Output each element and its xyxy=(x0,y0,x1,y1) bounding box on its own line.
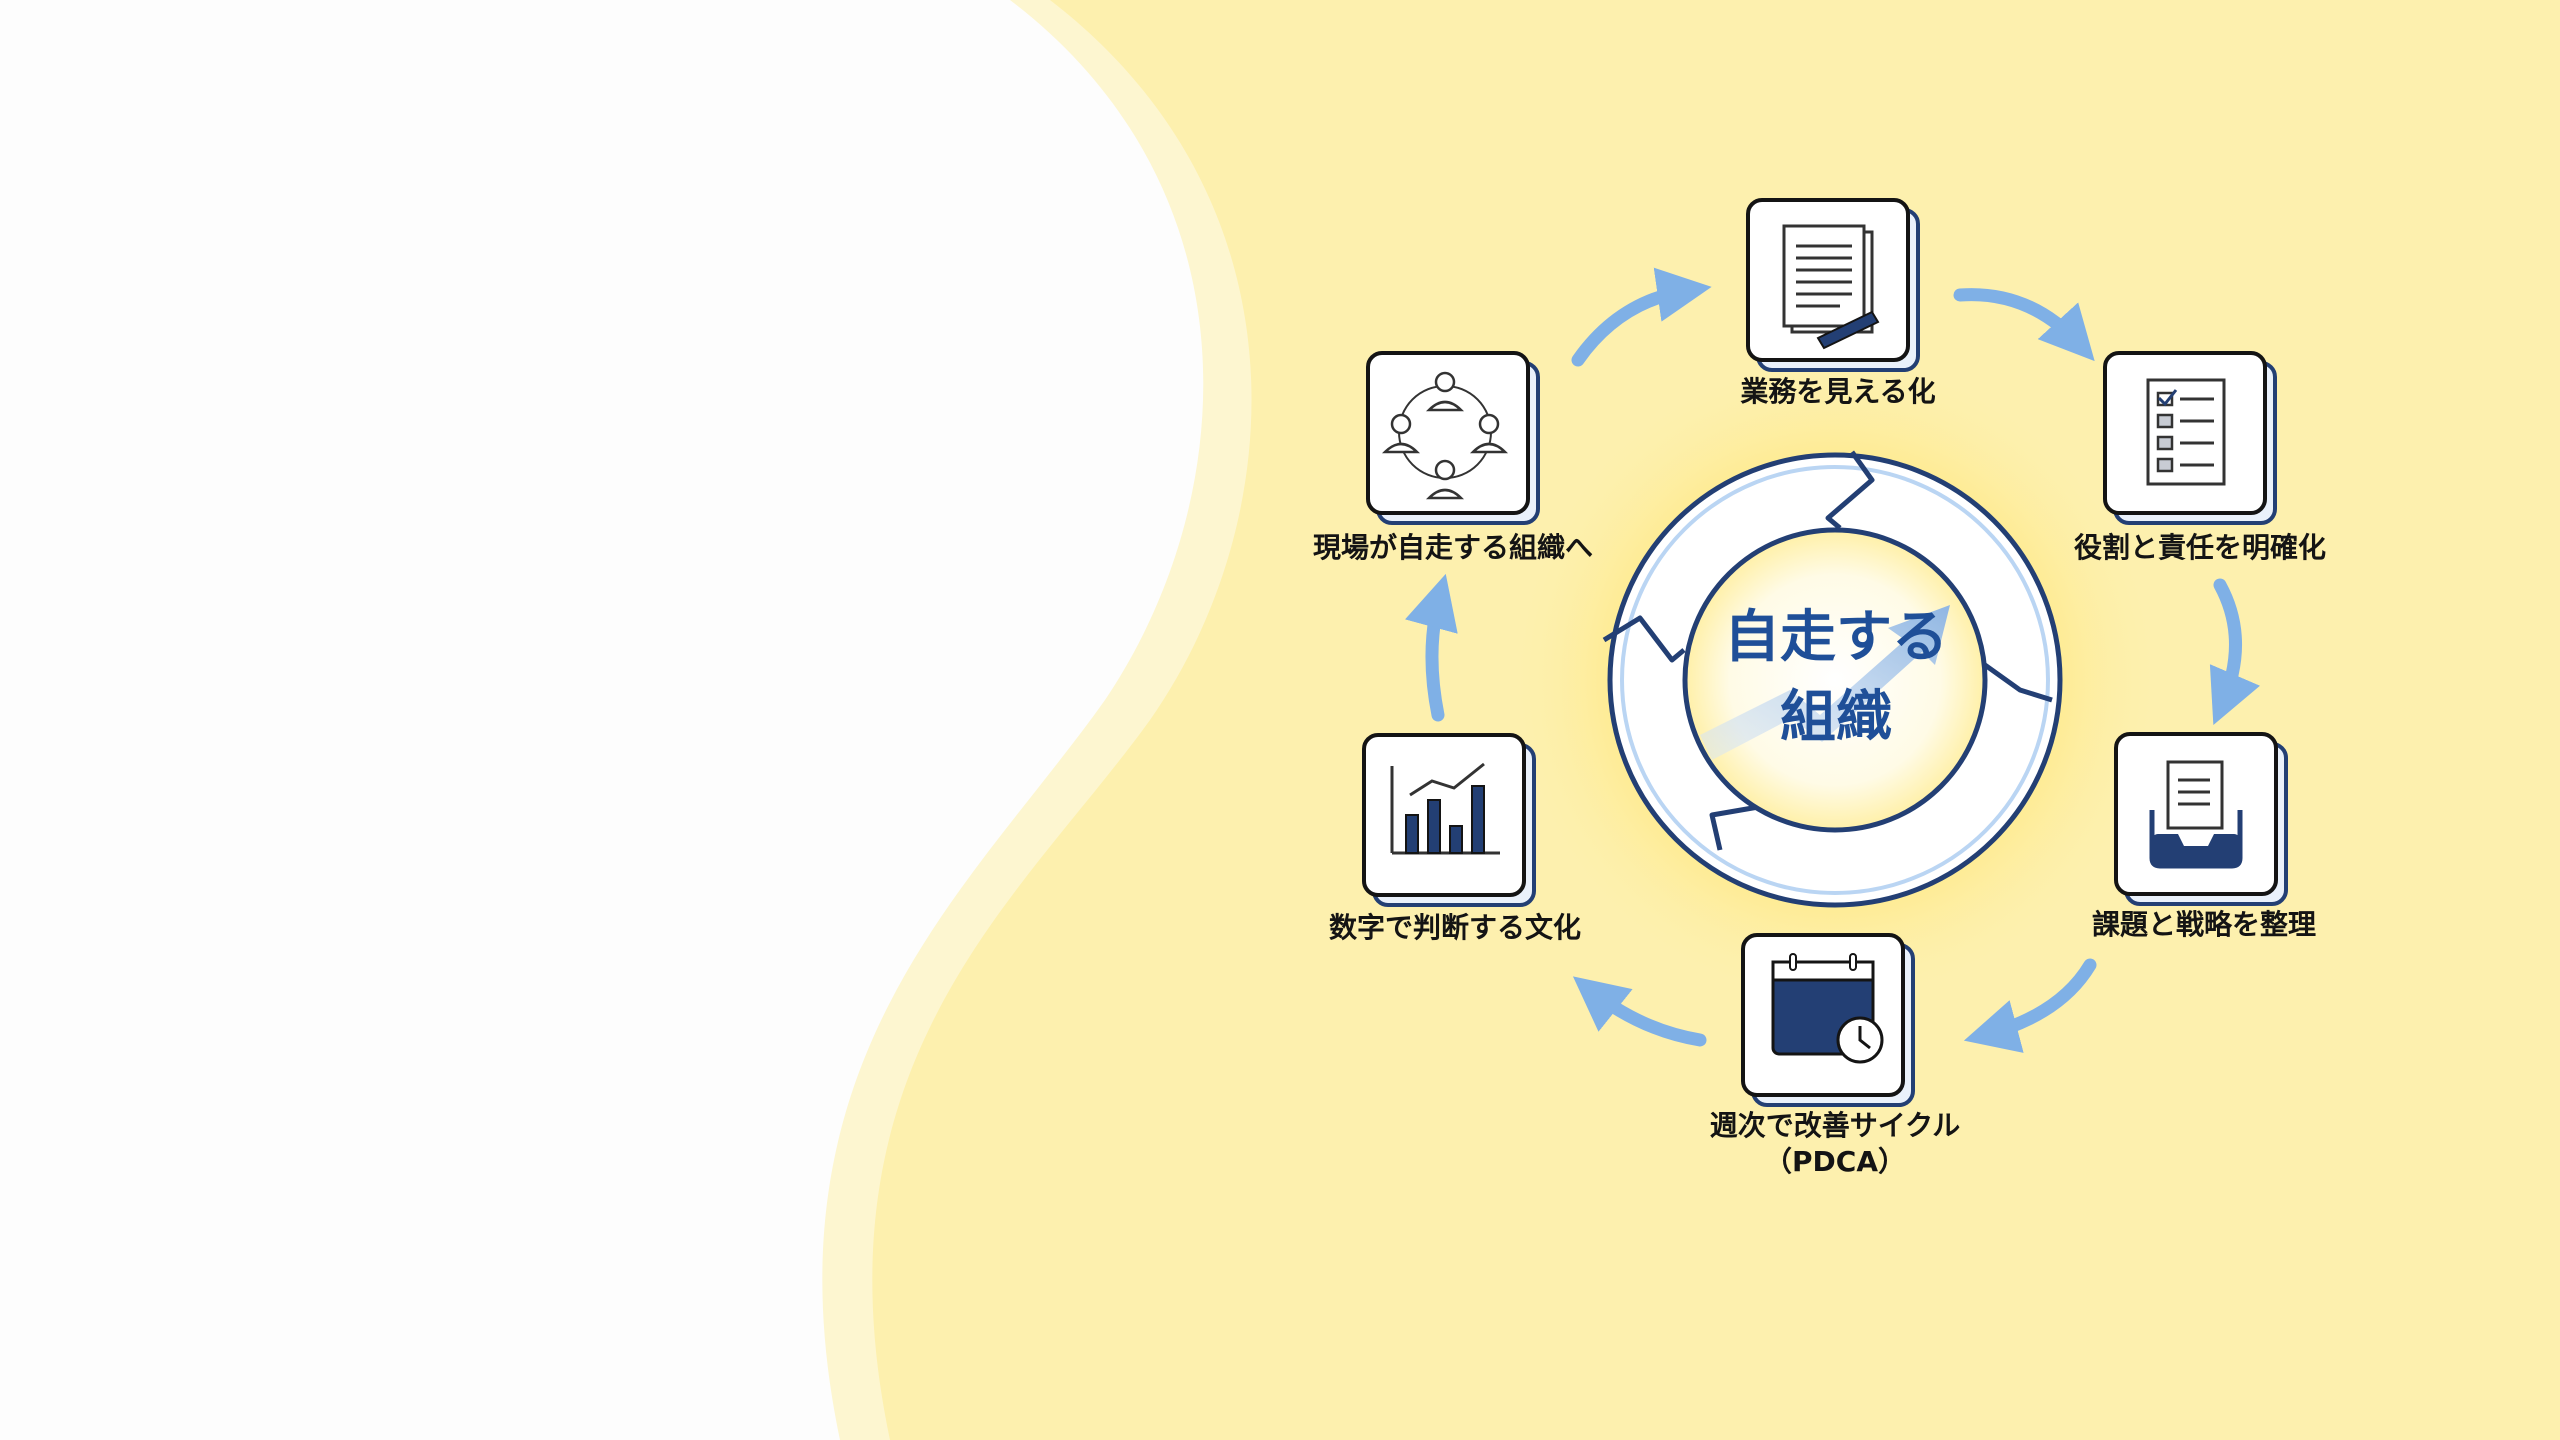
flow-arrow-5 xyxy=(1405,573,1458,722)
flow-arrow-6 xyxy=(1571,267,1712,367)
step-card-issues xyxy=(2114,732,2288,906)
flow-arrow-3 xyxy=(1963,958,2097,1053)
document-pencil-icon xyxy=(1782,224,1880,350)
wave-white-panel xyxy=(0,0,1204,1440)
step-card-pdca xyxy=(1741,933,1915,1107)
step-label-autonomous: 現場が自走する組織へ xyxy=(1312,531,1594,564)
step-label-issues: 課題と戦略を整理 xyxy=(2091,908,2317,941)
calendar-clock-icon xyxy=(1771,953,1884,1064)
center-title: 自走する 組織 xyxy=(1724,598,1948,758)
cycle-ring-inner-edge xyxy=(1620,465,2050,895)
center-circle xyxy=(1682,527,1988,833)
checklist-icon xyxy=(2146,378,2226,486)
center-title-line2: 組織 xyxy=(1780,685,1892,750)
flow-arrow-4 xyxy=(1572,976,1707,1047)
center-title-line1: 自走する xyxy=(1724,605,1948,670)
step-card-roles xyxy=(2103,351,2277,525)
step-card-autonomous xyxy=(1366,351,1540,525)
inbox-tray-icon xyxy=(2149,760,2243,869)
growth-arrow-icon xyxy=(1700,605,1950,760)
bar-chart-icon xyxy=(1390,762,1500,855)
flow-arrows xyxy=(1405,267,2261,1053)
step-card-numbers xyxy=(1362,733,1536,907)
step-label-pdca: 週次で改善サイクル （PDCA） xyxy=(1709,1109,1961,1178)
step-label-roles: 役割と責任を明確化 xyxy=(2073,531,2327,564)
step-label-numbers: 数字で判断する文化 xyxy=(1328,911,1582,944)
people-circle-icon xyxy=(1381,371,1509,500)
step-label-visualize: 業務を見える化 xyxy=(1740,375,1936,408)
flow-arrow-2 xyxy=(2209,578,2261,726)
flow-arrow-1 xyxy=(1953,288,2095,362)
step-card-visualize xyxy=(1746,198,1920,372)
